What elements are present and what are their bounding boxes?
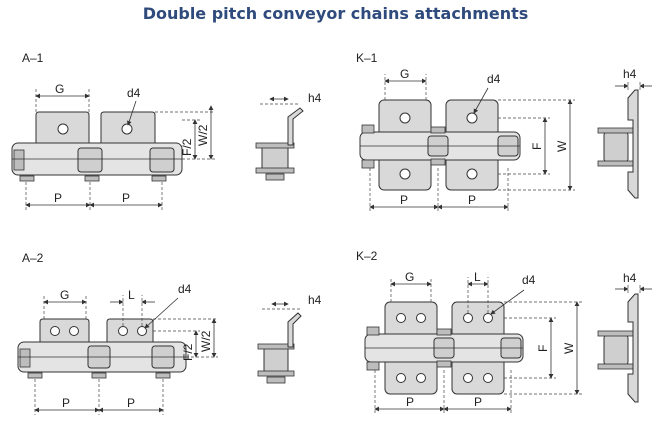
diagram-title: Double pitch conveyor chains attachments <box>142 4 529 23</box>
k1-dim-h4: h4 <box>623 67 637 81</box>
a1-dim-f2: F/2 <box>180 138 194 156</box>
panel-k2-label: K–2 <box>356 249 378 263</box>
panel-k2: K–2 G L d4 <box>356 249 652 414</box>
k2-dim-h4: h4 <box>623 271 637 285</box>
panel-a2-label: A–2 <box>22 251 44 265</box>
k1-dim-w: W <box>555 140 569 152</box>
a1-dim-d4: d4 <box>127 86 141 100</box>
panel-a1-label: A–1 <box>22 51 44 65</box>
k2-dim-l: L <box>474 270 481 284</box>
k2-dim-w: W <box>562 342 576 354</box>
a1-dim-p-2: P <box>122 191 130 205</box>
k2-dim-d4: d4 <box>522 273 536 287</box>
a1-dim-w2: W/2 <box>196 124 210 146</box>
a2-dim-p-2: P <box>127 396 135 410</box>
panel-a2: A–2 G L d4 F/2 <box>17 251 322 415</box>
k1-dim-p-1: P <box>400 193 408 207</box>
k1-dim-f: F <box>530 143 544 150</box>
panel-k1: K–1 G d4 F W <box>356 51 652 212</box>
panel-k1-label: K–1 <box>356 51 378 65</box>
a2-dim-h4: h4 <box>308 293 322 307</box>
k2-dim-p-2: P <box>474 395 482 409</box>
a2-dim-l: L <box>128 288 135 302</box>
a2-dim-f2: F/2 <box>181 343 195 361</box>
k1-dim-d4: d4 <box>487 72 501 86</box>
k2-dim-p-1: P <box>406 395 414 409</box>
a1-dim-p-1: P <box>54 191 62 205</box>
a2-dim-w2: W/2 <box>199 330 213 352</box>
a2-dim-d4: d4 <box>178 282 192 296</box>
a2-dim-g: G <box>60 288 69 302</box>
a1-dim-h4: h4 <box>308 91 322 105</box>
k2-dim-g: G <box>405 270 414 284</box>
a1-dim-g: G <box>55 82 64 96</box>
a2-dim-p-1: P <box>62 396 70 410</box>
k1-dim-g: G <box>400 67 409 81</box>
k2-dim-f: F <box>536 345 550 352</box>
k1-dim-p-2: P <box>468 193 476 207</box>
panel-a1: A–1 G d4 F/2 W/2 <box>11 51 322 210</box>
